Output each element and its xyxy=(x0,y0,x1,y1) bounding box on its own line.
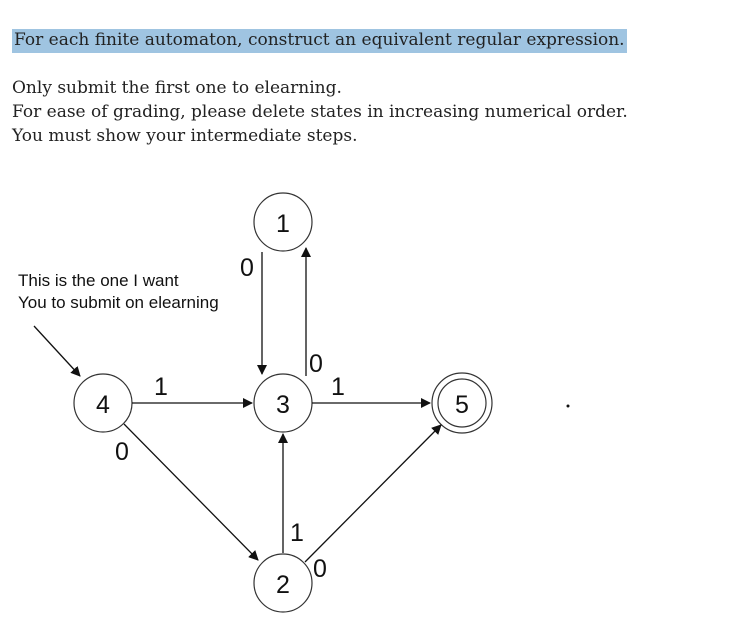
instruction-line-3: You must show your intermediate steps. xyxy=(12,126,358,146)
edge-2-to-5 xyxy=(304,424,442,563)
state-3-label: 3 xyxy=(276,391,290,419)
instruction-heading: For each finite automaton, construct an … xyxy=(12,28,627,53)
edge-2-to-3-label: 1 xyxy=(290,519,304,547)
instruction-heading-text: For each finite automaton, construct an … xyxy=(12,29,627,53)
edge-3-to-5-label-a: 0 xyxy=(309,350,323,378)
note-line-1: This is the one I want xyxy=(18,271,179,290)
state-1-circle xyxy=(253,192,313,252)
start-arrow xyxy=(33,325,81,377)
edge-1-to-3-label: 0 xyxy=(240,254,254,282)
edge-3-to-5-label-b: 1 xyxy=(331,373,345,401)
instruction-line-2: For ease of grading, please delete state… xyxy=(12,102,628,122)
state-5-label: 5 xyxy=(455,391,469,419)
instruction-line-1: Only submit the first one to elearning. xyxy=(12,78,342,98)
stray-dot xyxy=(566,404,570,408)
note-line-2: You to submit on elearning xyxy=(18,293,219,312)
edge-4-to-3-label: 1 xyxy=(154,373,168,401)
state-5-inner-circle xyxy=(437,378,487,428)
state-4-label: 4 xyxy=(96,391,110,419)
instruction-paragraph: Only submit the first one to elearning. … xyxy=(12,76,628,148)
state-1-label: 1 xyxy=(276,210,290,238)
edge-2-to-5-label: 0 xyxy=(313,555,327,583)
state-2-circle xyxy=(253,553,313,613)
edge-4-to-2-label: 0 xyxy=(115,438,129,466)
edge-4-to-2 xyxy=(123,423,259,561)
state-2-label: 2 xyxy=(276,571,290,599)
